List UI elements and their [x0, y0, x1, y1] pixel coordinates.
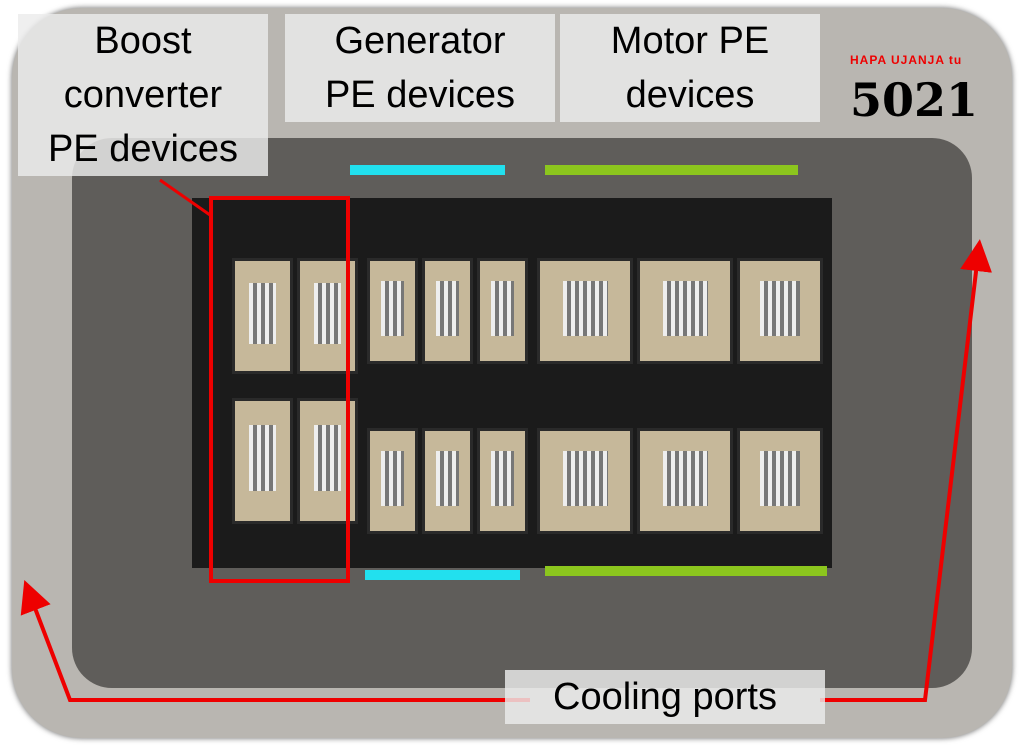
boost-converter-highlight: [209, 196, 350, 583]
label-line: devices: [625, 74, 755, 116]
motor-bar-top: [545, 165, 798, 175]
photo-frame: [12, 8, 1012, 738]
device-cell: [422, 428, 473, 534]
label-line: PE devices: [47, 128, 239, 170]
generator-bar-bottom: [365, 570, 520, 580]
watermark-logo: HAPA UJANJA tu 5021: [850, 52, 1000, 128]
generator-label: Generator PE devices: [285, 14, 555, 122]
device-cell: [367, 428, 418, 534]
left-cooling-port-arrow: [20, 580, 530, 702]
device-cell: [477, 428, 528, 534]
cooling-ports-label: Cooling ports: [505, 670, 825, 724]
logo-number: 5021: [850, 73, 979, 127]
generator-bar-top: [350, 165, 505, 175]
device-cell: [737, 258, 823, 364]
right-cooling-port-arrow: [820, 239, 992, 702]
boost-converter-label: Boost converter PE devices: [18, 14, 268, 176]
motor-label: Motor PE devices: [560, 14, 820, 122]
device-cell: [232, 258, 293, 374]
logo-tagline: HAPA UJANJA tu: [850, 53, 963, 67]
device-cell: [637, 258, 733, 364]
label-line: PE devices: [324, 74, 516, 116]
motor-bar-bottom: [545, 566, 827, 576]
power-module-array: [192, 198, 832, 568]
label-line: Boost: [94, 20, 192, 62]
boost-leader-line: [159, 178, 211, 217]
device-cell: [637, 428, 733, 534]
label-line: converter: [63, 74, 223, 116]
device-cell: [537, 258, 633, 364]
label-line: Motor PE: [610, 20, 770, 62]
device-cell: [537, 428, 633, 534]
label-line: Generator: [334, 20, 506, 62]
device-cell: [422, 258, 473, 364]
device-cell: [367, 258, 418, 364]
device-cell: [232, 398, 293, 524]
device-cell: [737, 428, 823, 534]
device-cell: [477, 258, 528, 364]
